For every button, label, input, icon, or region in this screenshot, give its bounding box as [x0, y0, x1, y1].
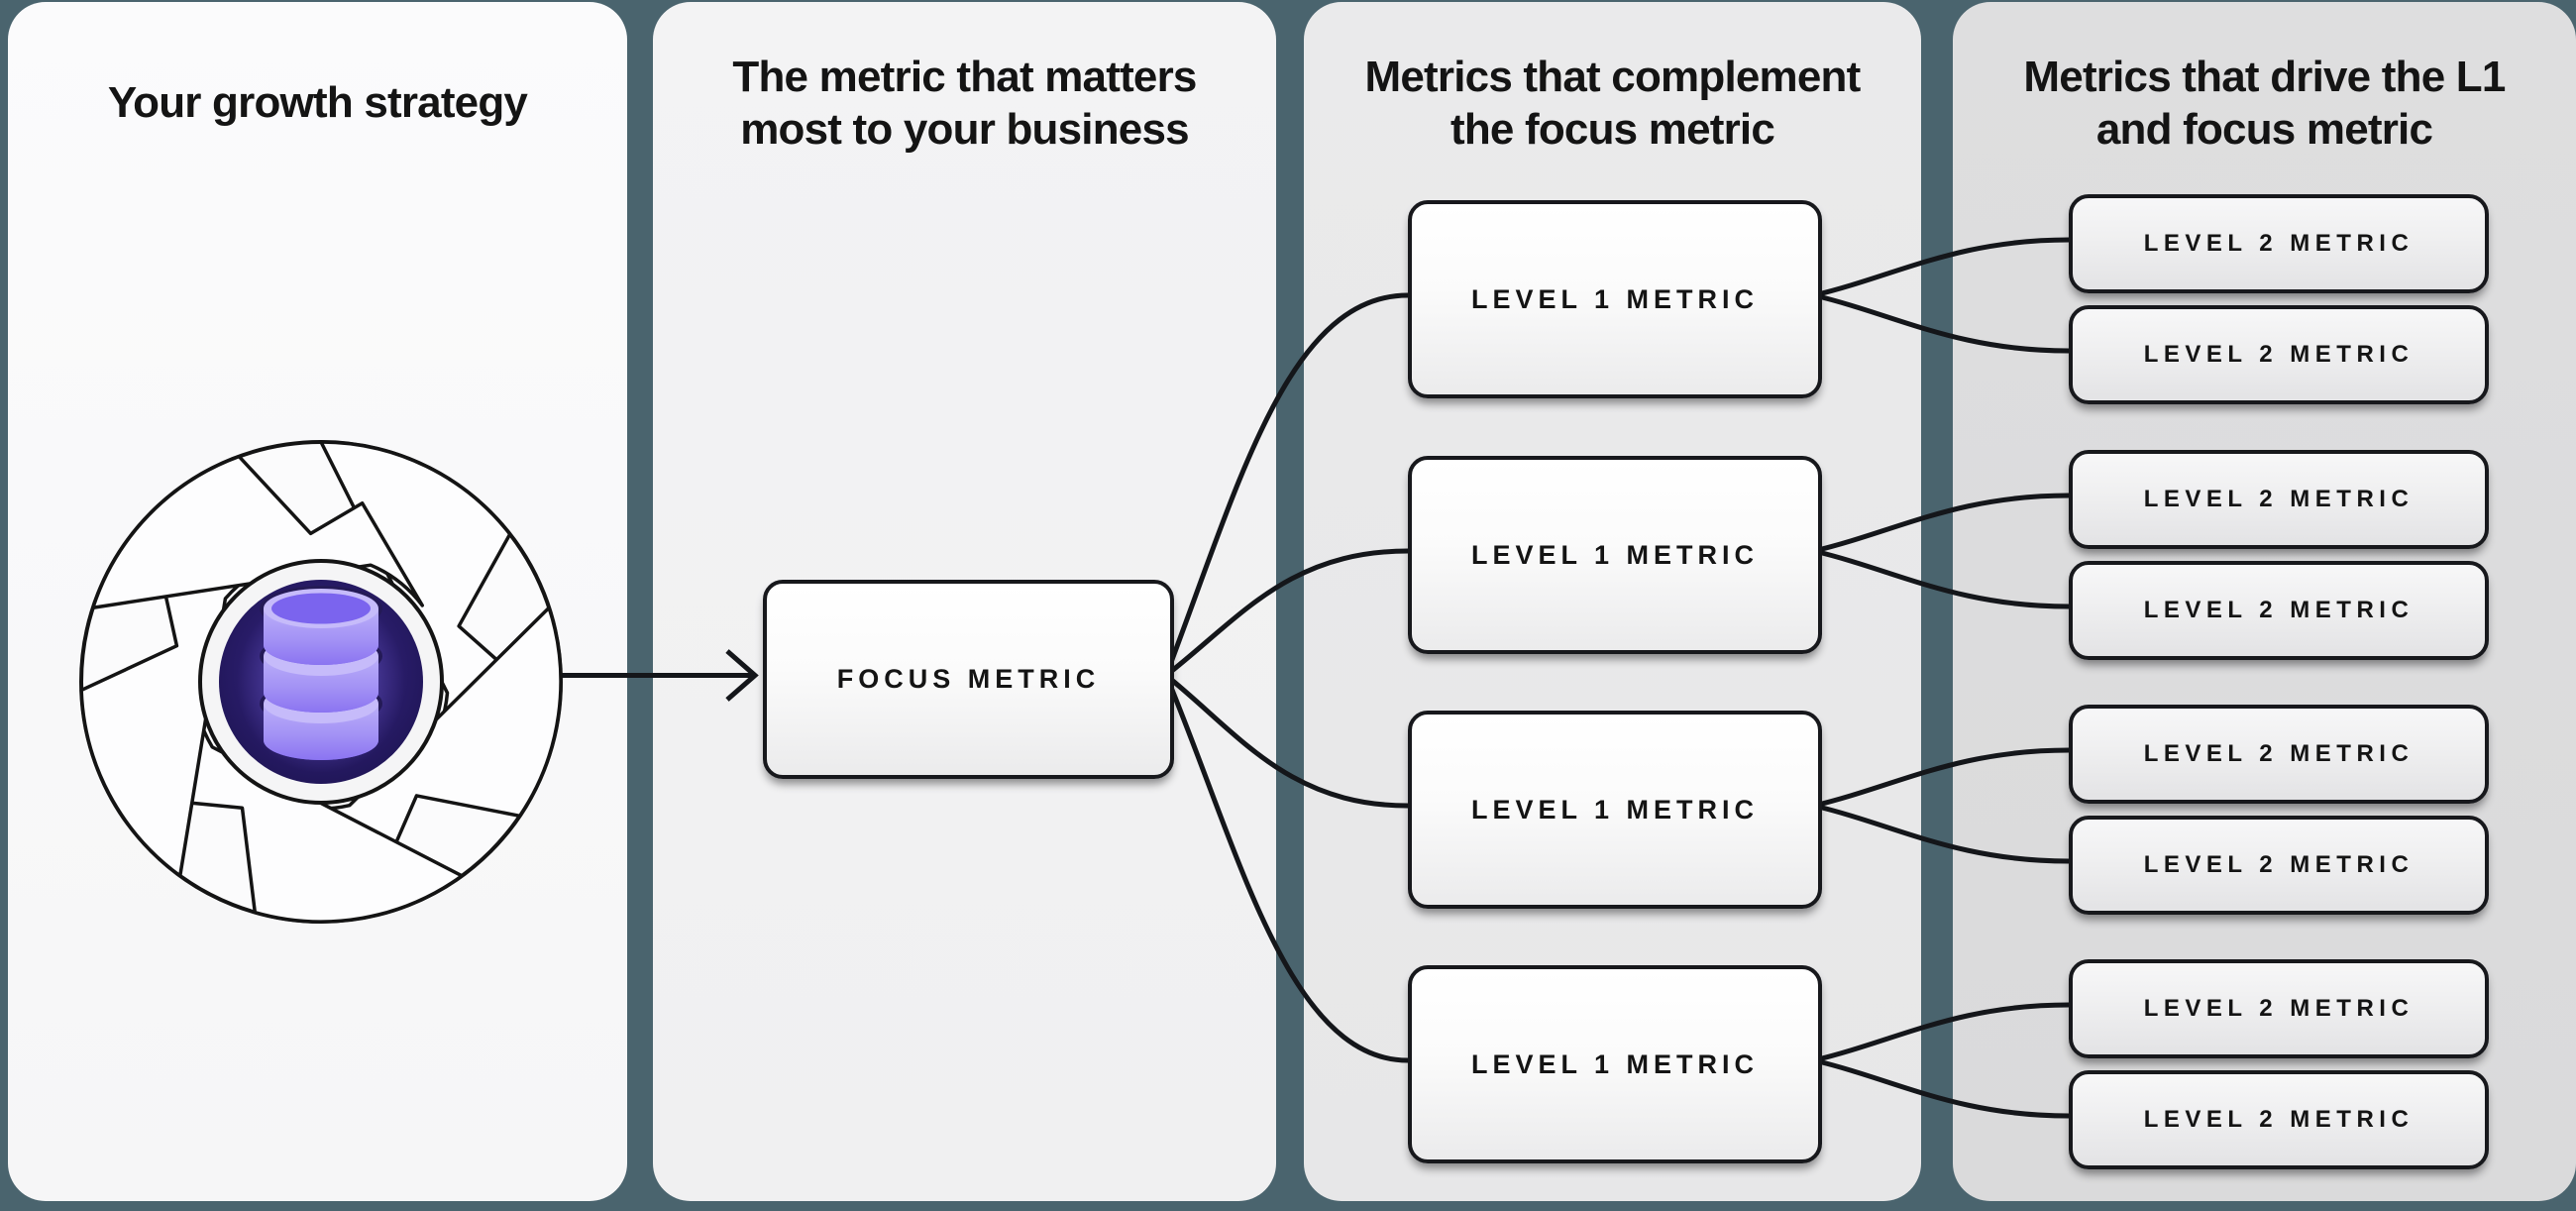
level2-metric-box: LEVEL 2 METRIC	[2069, 194, 2489, 293]
arrow-icon	[557, 649, 759, 702]
level1-metric-box: LEVEL 1 METRIC	[1408, 200, 1822, 398]
level2-metric-label: LEVEL 2 METRIC	[2143, 1106, 2415, 1133]
level2-metric-label: LEVEL 2 METRIC	[2143, 230, 2415, 257]
level2-metric-label: LEVEL 2 METRIC	[2143, 597, 2415, 623]
level1-metric-box: LEVEL 1 METRIC	[1408, 456, 1822, 654]
level2-metric-label: LEVEL 2 METRIC	[2143, 740, 2415, 767]
growth-loop-icon	[73, 434, 569, 930]
level1-metric-label: LEVEL 1 METRIC	[1470, 283, 1760, 314]
level2-metric-box: LEVEL 2 METRIC	[2069, 959, 2489, 1058]
panel-title: The metric that matters most to your bus…	[653, 52, 1276, 157]
level2-metric-box: LEVEL 2 METRIC	[2069, 705, 2489, 804]
title-line: Your growth strategy	[107, 78, 528, 127]
panel-title: Your growth strategy	[8, 77, 627, 130]
title-line: Metrics that complement	[1364, 53, 1862, 101]
title-line: and focus metric	[2095, 104, 2433, 154]
title-line: The metric that matters	[732, 53, 1197, 101]
title-line: the focus metric	[1449, 104, 1775, 154]
panel-title: Metrics that drive the L1 and focus metr…	[1953, 52, 2576, 157]
title-line: most to your business	[740, 104, 1189, 154]
focus-metric-box: FOCUS METRIC	[763, 580, 1174, 779]
level2-metric-box: LEVEL 2 METRIC	[2069, 305, 2489, 404]
focus-metric-label: FOCUS METRIC	[836, 664, 1101, 694]
level1-metric-label: LEVEL 1 METRIC	[1470, 539, 1760, 570]
level1-metric-label: LEVEL 1 METRIC	[1470, 1048, 1760, 1079]
level2-metric-label: LEVEL 2 METRIC	[2143, 851, 2415, 878]
level1-metric-label: LEVEL 1 METRIC	[1470, 794, 1760, 825]
level2-metric-box: LEVEL 2 METRIC	[2069, 816, 2489, 915]
level2-metric-label: LEVEL 2 METRIC	[2143, 995, 2415, 1022]
level2-metric-box: LEVEL 2 METRIC	[2069, 1070, 2489, 1169]
level2-metric-box: LEVEL 2 METRIC	[2069, 450, 2489, 549]
level2-metric-label: LEVEL 2 METRIC	[2143, 341, 2415, 368]
panel-title: Metrics that complement the focus metric	[1304, 52, 1921, 157]
level1-metric-box: LEVEL 1 METRIC	[1408, 711, 1822, 909]
database-icon	[260, 586, 382, 760]
level2-metric-box: LEVEL 2 METRIC	[2069, 561, 2489, 660]
level2-metric-label: LEVEL 2 METRIC	[2143, 486, 2415, 512]
level1-metric-box: LEVEL 1 METRIC	[1408, 965, 1822, 1163]
title-line: Metrics that drive the L1	[2023, 53, 2506, 101]
